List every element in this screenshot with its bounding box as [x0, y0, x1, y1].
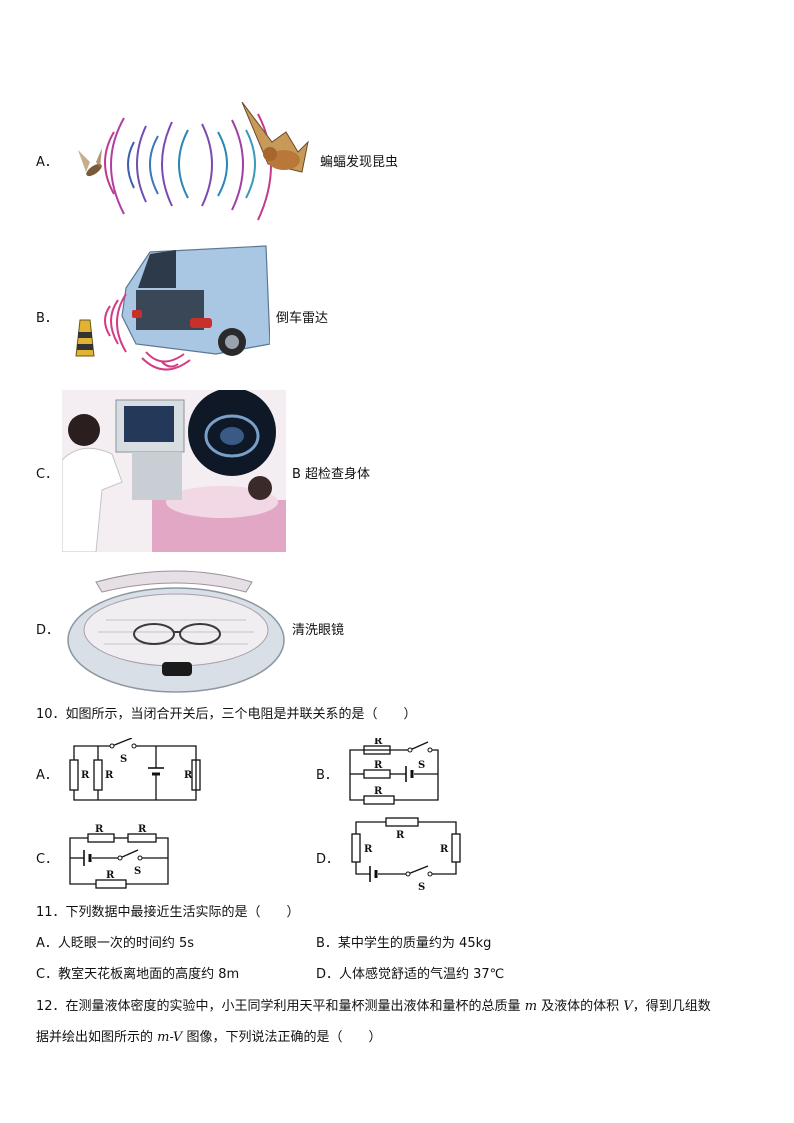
q12-text-1a: 12．在测量液体密度的实验中，小王同学利用天平和量杯测量出液体和量杯的总质量 — [36, 999, 521, 1014]
q11-option-d: D．人体感觉舒适的气温约 37℃ — [316, 967, 505, 982]
option-d-letter: D． — [36, 623, 60, 638]
circuit-c: R R R S — [69, 824, 169, 889]
traffic-cone-icon — [75, 319, 95, 357]
q10-option-b-letter: B． — [316, 768, 338, 783]
circuit-c-r2-label: R — [138, 824, 147, 835]
circuit-c-r3-label: R — [106, 870, 115, 881]
q11-option-b: B．某中学生的质量约为 45kg — [316, 936, 492, 951]
circuit-c-r1-label: R — [95, 824, 104, 835]
radar-waves — [104, 293, 191, 371]
option-c-caption: B 超检查身体 — [292, 467, 371, 482]
ultrasonic-cleaner-image — [67, 570, 285, 693]
circuit-c-switch-label: S — [134, 866, 141, 877]
circuit-d-r2-label: R — [364, 844, 373, 855]
q11-option-a: A．人眨眼一次的时间约 5s — [36, 936, 195, 951]
circuit-b-switch-label: S — [418, 760, 425, 771]
glasses-icon — [133, 623, 221, 645]
bat-icon — [241, 102, 309, 173]
circuit-b-r3-label: R — [374, 786, 383, 797]
q10-option-d-letter: D． — [316, 852, 340, 867]
q12-text-2b: 图像，下列说法正确的是（ ） — [186, 1030, 382, 1045]
bat-echolocation-image — [78, 102, 309, 221]
q10-option-a-letter: A． — [36, 768, 58, 783]
q12-line-2: 据并绘出如图所示的 m-V 图像，下列说法正确的是（ ） — [36, 1029, 381, 1047]
q10-stem: 10．如图所示，当闭合开关后，三个电阻是并联关系的是（ ） — [36, 707, 417, 722]
q12-symbol-mv: m-V — [157, 1030, 183, 1045]
option-b-caption: 倒车雷达 — [276, 311, 329, 326]
q12-text-2a: 据并绘出如图所示的 — [36, 1030, 154, 1045]
q11-stem: 11．下列数据中最接近生活实际的是（ ） — [36, 905, 300, 920]
circuit-a-switch-label: S — [120, 754, 127, 765]
option-c-letter: C． — [36, 467, 59, 482]
option-a-letter: A． — [36, 155, 58, 170]
circuit-d: R R R S — [351, 817, 461, 892]
reversing-radar-image — [75, 245, 270, 371]
q12-symbol-m: m — [524, 999, 538, 1014]
circuit-b-r2-label: R — [374, 760, 383, 771]
car-icon — [121, 245, 270, 356]
option-d-caption: 清洗眼镜 — [292, 623, 345, 638]
option-a-caption: 蝙蝠发现昆虫 — [320, 155, 399, 170]
q10-option-c-letter: C． — [36, 852, 59, 867]
q11-option-c: C．教室天花板离地面的高度约 8m — [36, 967, 240, 982]
circuit-a-r1-label: R — [81, 770, 90, 781]
ultrasound-exam-image — [62, 390, 286, 552]
circuit-a-r2-label: R — [105, 770, 114, 781]
circuit-a-r3-label: R — [184, 770, 193, 781]
circuit-a: R R R S — [69, 738, 201, 801]
q12-text-1c: ，得到几组数 — [632, 999, 711, 1014]
circuit-b: R R R S — [349, 738, 439, 805]
q12-line-1: 12．在测量液体密度的实验中，小王同学利用天平和量杯测量出液体和量杯的总质量 m… — [36, 998, 711, 1016]
insect-icon — [78, 148, 102, 177]
circuit-d-r3-label: R — [440, 844, 449, 855]
q12-text-1b: 及液体的体积 — [541, 999, 620, 1014]
circuit-b-r1-label: R — [374, 738, 383, 747]
circuit-d-switch-label: S — [418, 882, 425, 892]
circuit-d-r1-label: R — [396, 830, 405, 841]
option-b-letter: B． — [36, 311, 58, 326]
sound-waves — [104, 113, 272, 221]
q12-symbol-v: V — [623, 999, 633, 1014]
